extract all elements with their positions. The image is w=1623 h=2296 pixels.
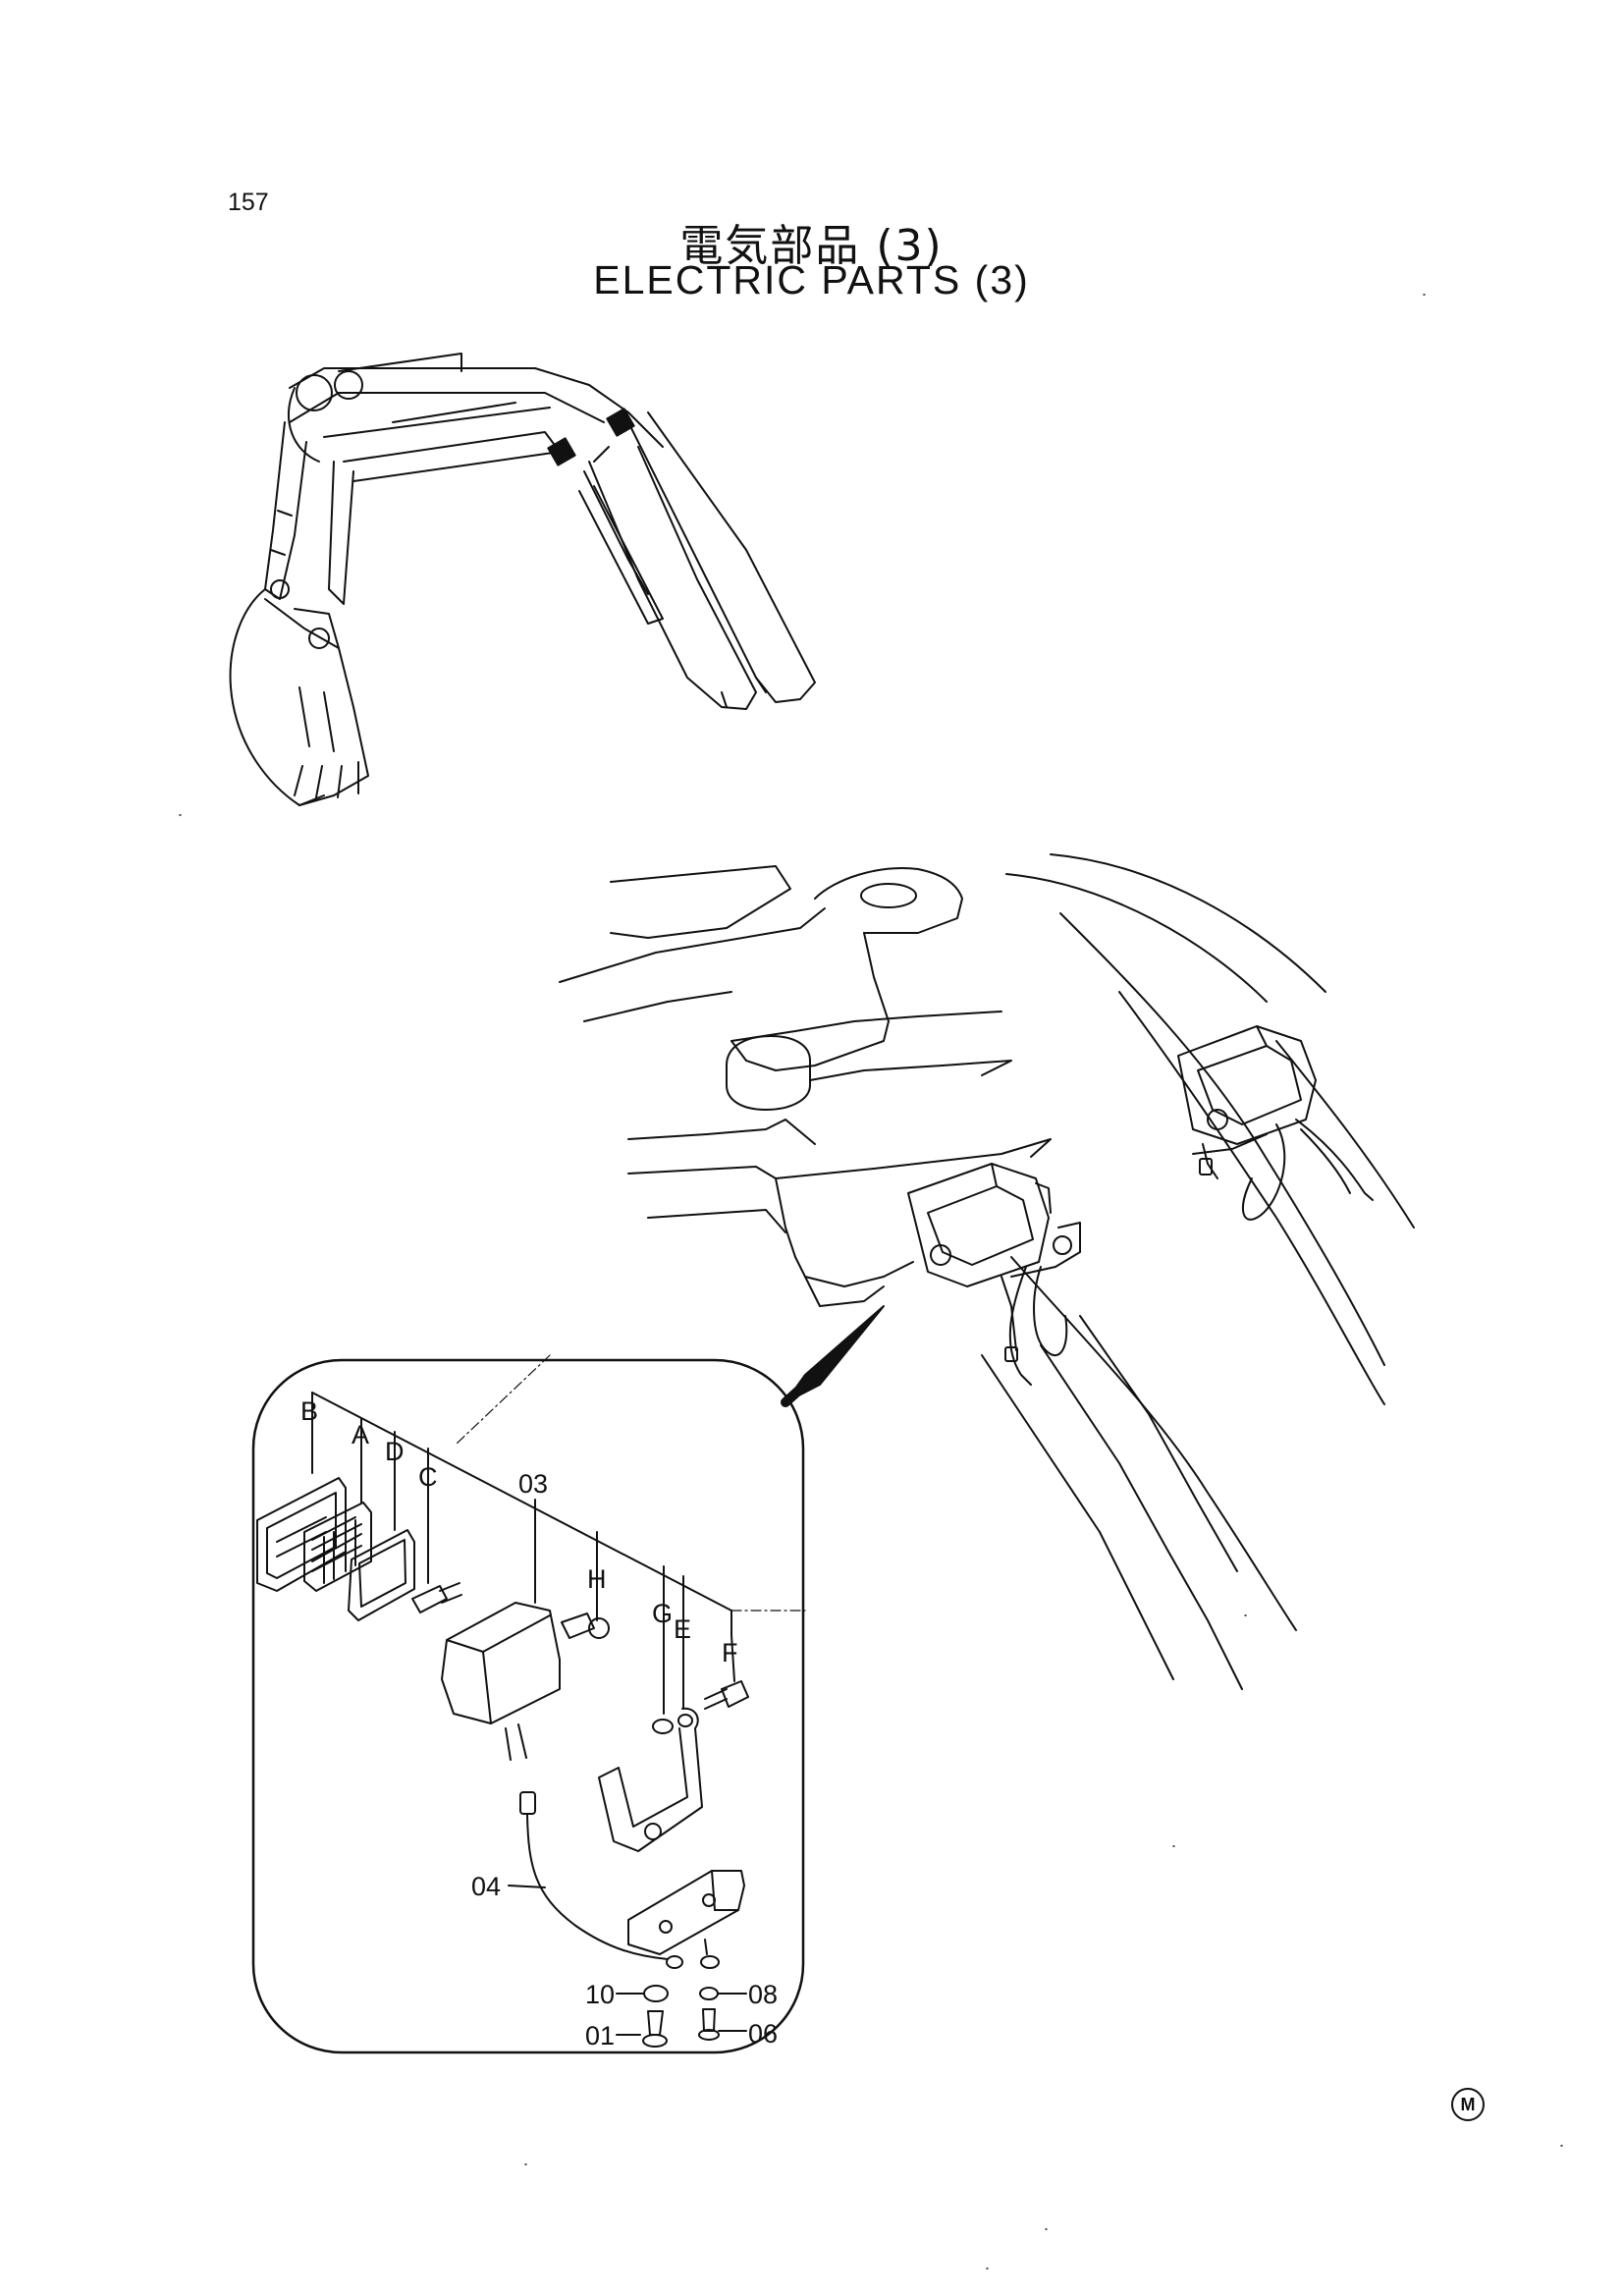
callout-01: 01 [585,2021,615,2050]
callout-06: 06 [748,2019,778,2049]
page-title-japanese: 電気部品 (3) [679,221,944,271]
trademark-m-icon: M [1451,2088,1485,2121]
page-number: 157 [228,189,269,216]
callout-H: H [587,1564,607,1594]
work-light-upper [1177,1025,1374,1221]
callout-08: 08 [748,1980,778,2009]
callout-A: A [352,1420,369,1449]
callout-E: E [674,1614,691,1644]
excavator-boom-overview [229,353,816,806]
callout-10: 10 [585,1980,615,2009]
callout-F: F [722,1638,738,1667]
callout-labels: B A D C 03 H G E F 04 10 01 08 06 [300,1396,778,2050]
exploded-view-frame [251,1358,805,2054]
callout-03: 03 [518,1469,548,1499]
exploded-work-light-parts [256,1392,749,2048]
page-title-english: ELECTRIC PARTS (3) [593,257,1030,302]
callout-04: 04 [471,1872,501,1901]
work-light-lower [907,1163,1081,1386]
boom-detail-view [559,853,1415,1690]
callout-D: D [385,1437,405,1466]
callout-B: B [300,1396,318,1426]
callout-C: C [418,1462,438,1492]
callout-G: G [652,1599,673,1628]
